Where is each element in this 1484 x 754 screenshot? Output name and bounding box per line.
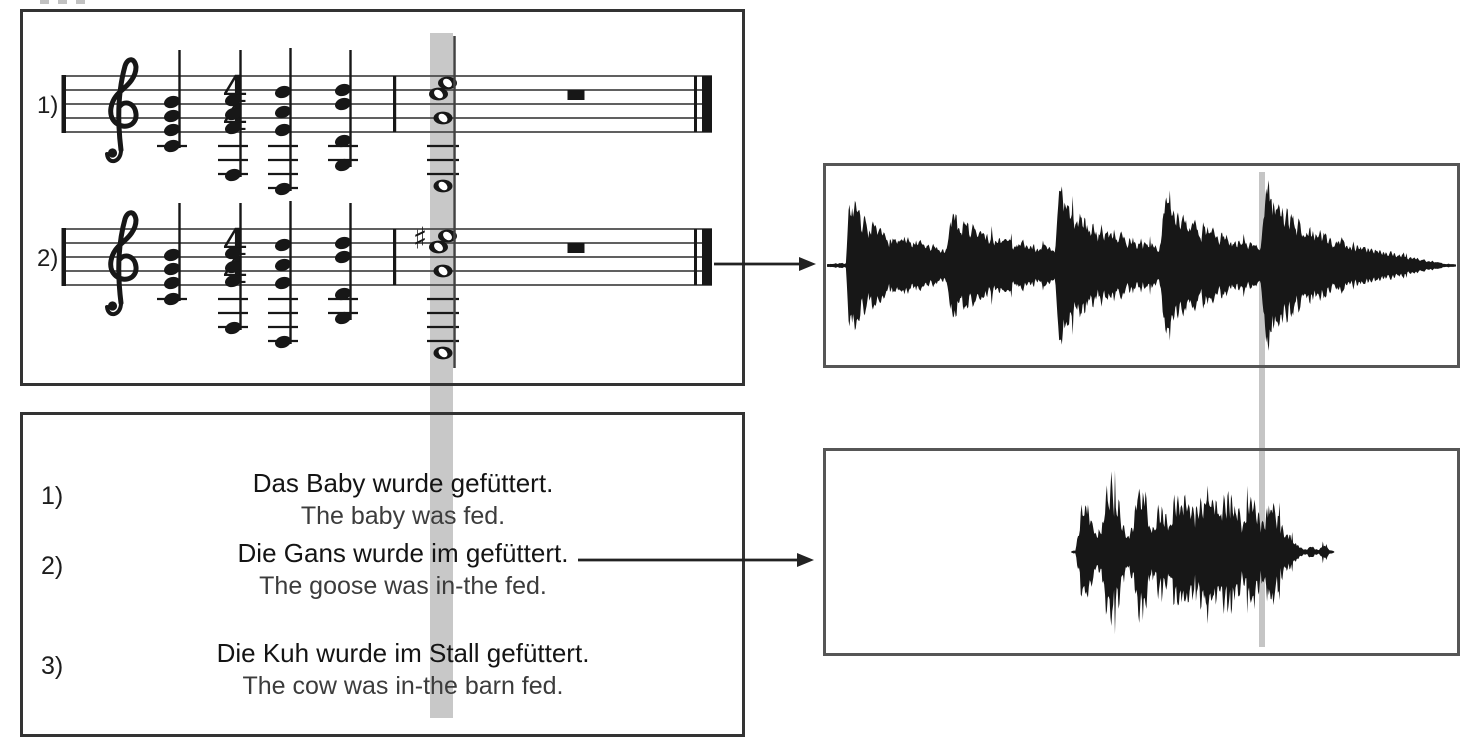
arrowhead-icon xyxy=(797,553,814,567)
sentence3-gloss: The cow was in-the barn fed. xyxy=(242,672,564,700)
sentence-panel: 1) Das Baby wurde gefüttert. The baby wa… xyxy=(20,412,745,737)
speech-waveform-panel xyxy=(823,448,1460,656)
sentence1-german: Das Baby wurde gefüttert. xyxy=(252,468,554,498)
sentence3-german: Die Kuh wurde im Stall gefüttert. xyxy=(216,638,590,668)
staff1-label: 1) xyxy=(37,92,59,119)
sentence2-german: Die Gans wurde im gefüttert. xyxy=(237,538,569,568)
chord-waveform-panel xyxy=(823,163,1460,368)
sentence1-gloss: The baby was fed. xyxy=(300,502,506,530)
sentence2-number: 2) xyxy=(41,552,64,580)
sentence2: Die Gans wurde im gefüttert. The goose w… xyxy=(93,537,713,603)
sentence3: Die Kuh wurde im Stall gefüttert. The co… xyxy=(93,637,713,703)
critical-onset-highlight-left xyxy=(430,33,453,718)
sentence2-gloss: The goose was in-the fed. xyxy=(259,572,547,600)
critical-onset-highlight-right xyxy=(1259,172,1265,647)
sentence1-number: 1) xyxy=(41,482,64,510)
music-notation-panel: 1) 2) xyxy=(20,9,745,386)
arrowhead-icon xyxy=(799,257,816,271)
sentence3-number: 3) xyxy=(41,652,64,680)
cropped-edge-artifact xyxy=(40,0,92,4)
sentence1: Das Baby wurde gefüttert. The baby was f… xyxy=(93,467,713,533)
staff2-label: 2) xyxy=(37,245,59,272)
